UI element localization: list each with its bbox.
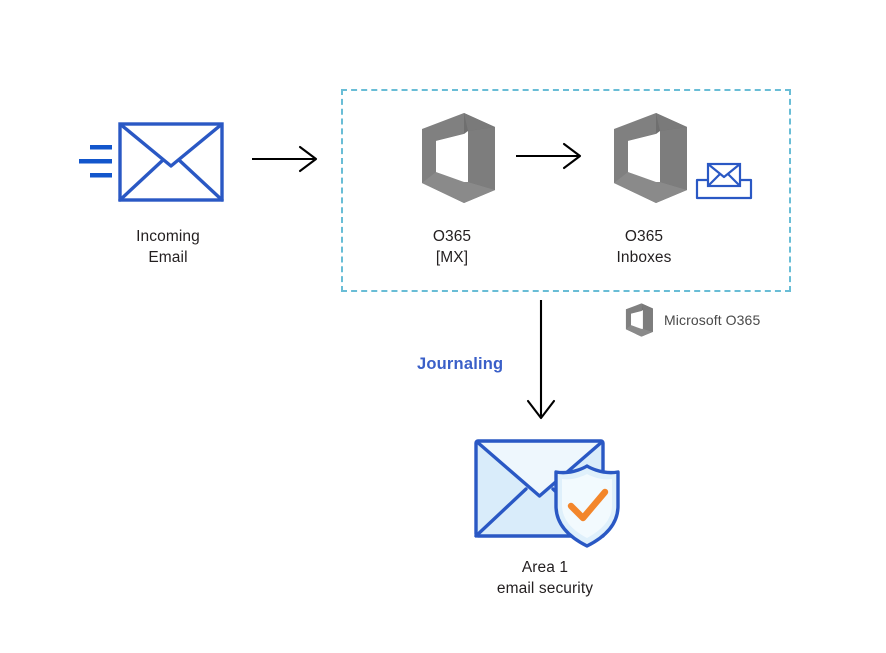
arrow-right-icon (252, 145, 320, 173)
legend-item-microsoft-o365: Microsoft O365 (620, 302, 760, 338)
arrow-down-icon (524, 300, 558, 422)
arrow-right-icon-2 (516, 142, 584, 170)
area1-label: Area 1 email security (496, 559, 594, 597)
legend-label-microsoft-o365: Microsoft O365 (664, 312, 761, 328)
incoming-email-envelope-icon (118, 122, 224, 202)
o365-mx-label: O365 [MX] (432, 228, 472, 266)
journaling-edge-label: Journaling (417, 355, 504, 373)
legend-office-365-icon (620, 302, 654, 338)
motion-lines-icon (78, 143, 118, 183)
incoming-email-label: Incoming Email (136, 228, 200, 266)
area1-email-shield-icon (466, 434, 632, 550)
microsoft-o365-boundary-zone (341, 89, 791, 292)
o365-inboxes-label: O365 Inboxes (616, 228, 672, 266)
o365-inboxes-office-365-icon (598, 110, 690, 206)
inbox-tray-envelope-icon (694, 160, 754, 202)
o365-mx-office-365-icon (406, 110, 498, 206)
